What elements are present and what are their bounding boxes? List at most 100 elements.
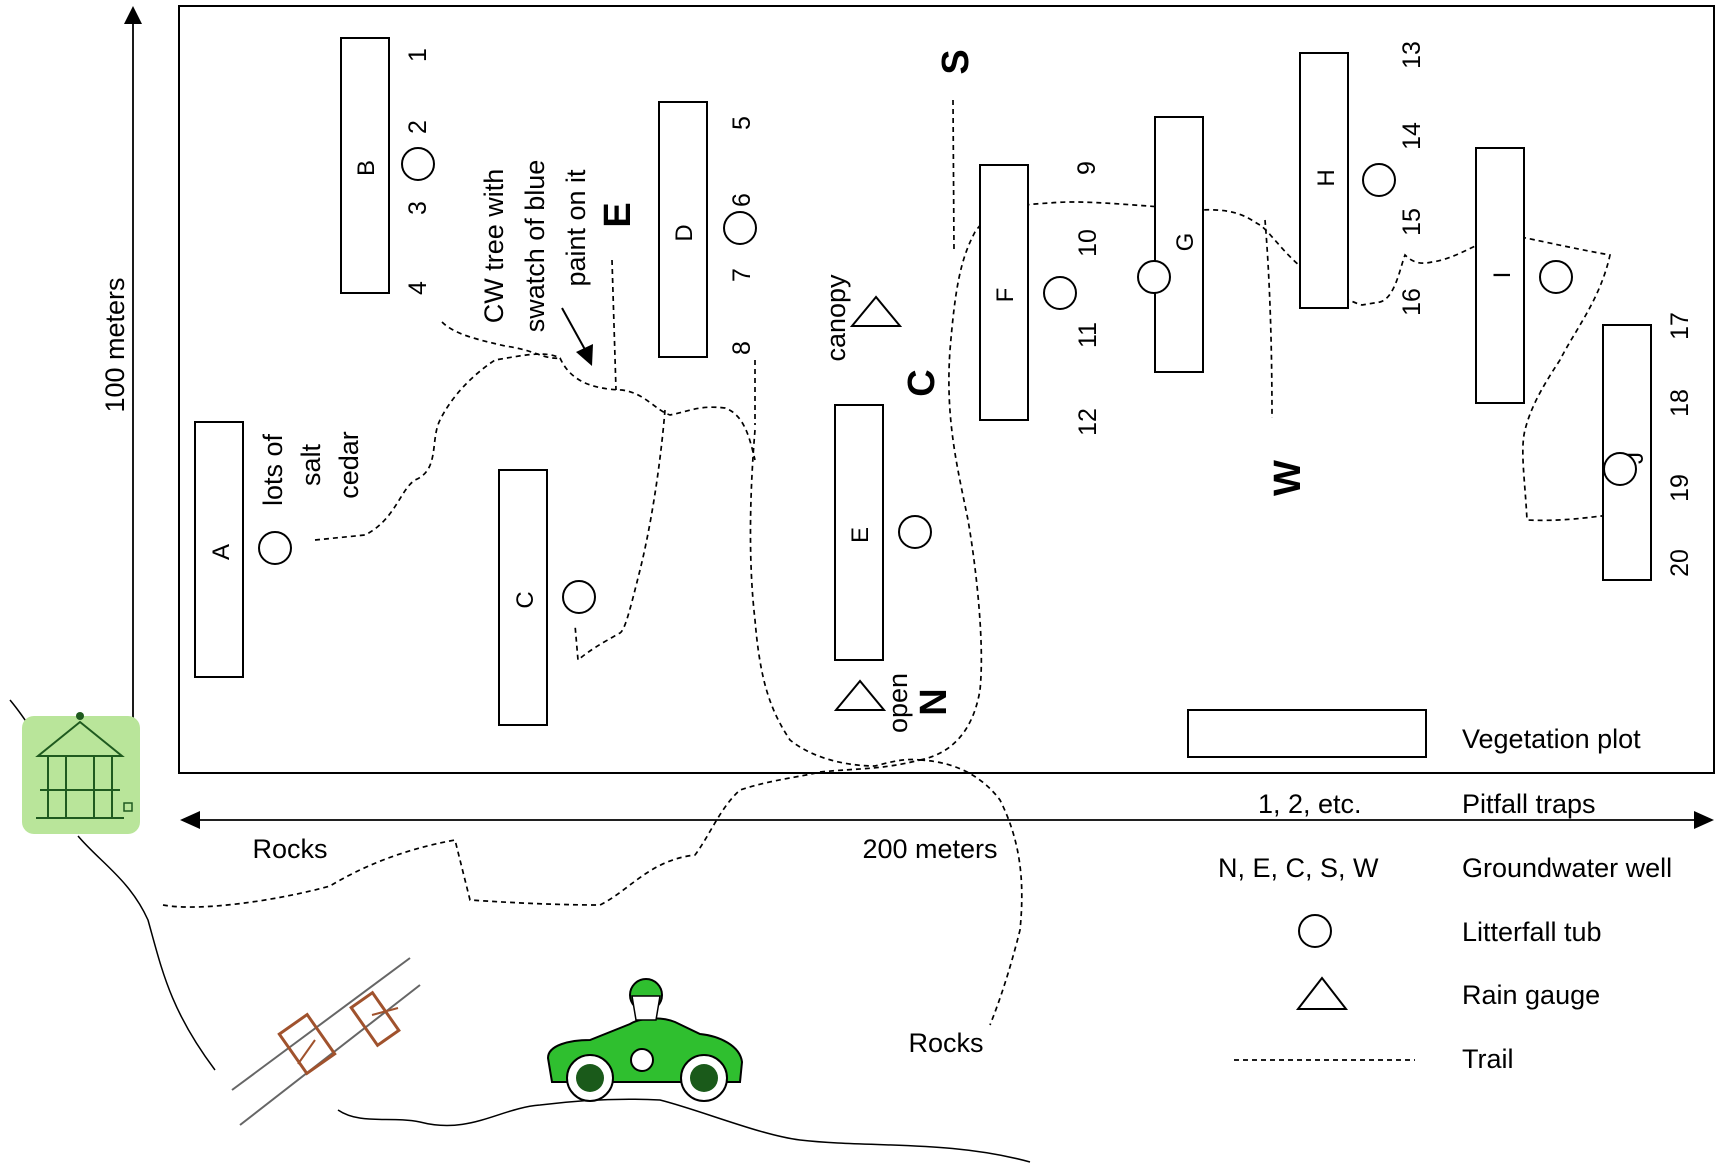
plot-g-box: [1154, 116, 1204, 373]
trail-w-well: [1264, 219, 1273, 419]
plot-a-box: [194, 421, 244, 678]
trail-s-well: [952, 99, 955, 251]
plot-label-c: C: [512, 591, 539, 608]
plot-label-g: G: [1172, 233, 1199, 252]
litterfall-tub-d: [723, 211, 757, 245]
plot-labels: A B C D E F G H I J: [208, 160, 1649, 609]
legend-pitfall-label: Pitfall traps: [1462, 789, 1596, 819]
plot-label-f: F: [992, 288, 1019, 303]
litterfall-tub-c: [562, 580, 596, 614]
cw-tree-line-2: swatch of blue: [520, 160, 550, 333]
plot-f-box: [979, 164, 1029, 421]
gazebo-icon: [9, 699, 140, 834]
rain-gauge-open: [833, 679, 887, 711]
trap-12: 12: [1074, 408, 1102, 436]
study-area-border: [178, 5, 1715, 774]
legend-gauge-label: Rain gauge: [1462, 980, 1600, 1010]
trap-8: 8: [728, 341, 756, 355]
well-e: E: [597, 202, 639, 227]
plot-b-box: [340, 37, 390, 294]
rain-gauge-canopy-label: canopy: [821, 274, 851, 362]
race-car-icon: [546, 978, 744, 1102]
legend-vegetation-plot-symbol: [1187, 709, 1427, 758]
legend-well-symbol: N, E, C, S, W: [1218, 853, 1379, 883]
plot-h-box: [1299, 52, 1349, 309]
litterfall-tub-b: [401, 147, 435, 181]
legend: Vegetation plot 1, 2, etc. Pitfall traps…: [1187, 709, 1672, 1074]
plot-label-a: A: [208, 544, 235, 560]
vegetation-plots: [194, 37, 1652, 726]
plot-e-box: [834, 404, 884, 661]
legend-tub-label: Litterfall tub: [1462, 917, 1602, 947]
plot-j-box: [1602, 324, 1652, 581]
litterfall-tub-h: [1362, 163, 1396, 197]
salt-cedar-note: lots of salt cedar: [258, 431, 364, 506]
salt-cedar-line-2: salt: [296, 444, 326, 487]
legend-vegetation-plot-label: Vegetation plot: [1462, 724, 1641, 754]
groundwater-wells: N E C S W: [597, 49, 1309, 715]
plot-label-h: H: [1313, 169, 1340, 186]
trail-well-e: [611, 259, 617, 391]
litterfall-tub-f: [1043, 276, 1077, 310]
ground-path: [77, 835, 216, 1071]
litterfall-tub-i: [1539, 260, 1573, 294]
trap-5: 5: [728, 116, 756, 130]
plot-label-b: B: [353, 160, 380, 176]
well-n: N: [913, 688, 955, 715]
legend-trail-label: Trail: [1462, 1044, 1514, 1074]
plot-label-d: D: [671, 224, 698, 241]
pitfall-traps: 1 2 3 4 5 6 7 8 9 10 11 12 13 14 15 16 1…: [404, 41, 1694, 577]
horizontal-axis-label: 200 meters: [862, 834, 997, 864]
bridge-icon: [231, 957, 421, 1126]
legend-pitfall-symbol: 1, 2, etc.: [1258, 789, 1362, 819]
trap-10: 10: [1074, 229, 1102, 257]
trap-13: 13: [1398, 41, 1426, 69]
trap-15: 15: [1398, 208, 1426, 236]
cw-tree-arrow: [561, 307, 589, 356]
plot-label-e: E: [847, 527, 874, 543]
trap-18: 18: [1666, 389, 1694, 417]
trail-lower-right: [919, 759, 1023, 1026]
trap-19: 19: [1666, 474, 1694, 502]
litterfall-tub-g: [1137, 260, 1171, 294]
rain-gauge-canopy: [849, 295, 903, 327]
rocks-bottom-label: Rocks: [908, 1028, 983, 1058]
trap-6: 6: [728, 193, 756, 207]
litterfall-tub-e: [898, 515, 932, 549]
trap-1: 1: [404, 48, 432, 62]
trap-17: 17: [1666, 312, 1694, 340]
trap-2: 2: [404, 120, 432, 134]
trail-a-to-c: [314, 353, 756, 541]
well-c: C: [901, 369, 943, 396]
salt-cedar-line-3: cedar: [334, 431, 364, 499]
cw-tree-line-3: paint on it: [561, 169, 591, 287]
legend-tub-symbol: [1298, 914, 1332, 948]
legend-gauge-symbol: [1295, 976, 1349, 1010]
trap-16: 16: [1398, 288, 1426, 316]
trap-9: 9: [1073, 161, 1101, 175]
cw-tree-note: CW tree with swatch of blue paint on it: [479, 160, 593, 366]
litterfall-tub-j: [1603, 452, 1637, 486]
vertical-axis-label: 100 meters: [100, 277, 130, 412]
plot-i-box: [1475, 147, 1525, 404]
legend-well-label: Groundwater well: [1462, 853, 1672, 883]
trap-7: 7: [728, 268, 756, 282]
well-s: S: [935, 49, 977, 74]
plot-label-i: I: [1489, 272, 1516, 279]
litterfall-tubs: [258, 147, 1637, 614]
rocks-left-label: Rocks: [252, 834, 327, 864]
trap-3: 3: [404, 201, 432, 215]
vertical-axis: [124, 6, 142, 735]
cw-tree-line-1: CW tree with: [479, 169, 509, 324]
bottom-ground-line: [337, 1098, 1031, 1163]
trail-c-spur: [574, 409, 666, 662]
trap-20: 20: [1666, 549, 1694, 577]
trail-lower-left: [162, 759, 921, 908]
trail-center: [749, 429, 921, 767]
trap-4: 4: [404, 281, 432, 295]
salt-cedar-line-1: lots of: [258, 433, 288, 506]
cw-tree-arrowhead: [576, 344, 593, 366]
litterfall-tub-a: [258, 531, 292, 565]
rain-gauge-open-label: open: [883, 673, 913, 733]
